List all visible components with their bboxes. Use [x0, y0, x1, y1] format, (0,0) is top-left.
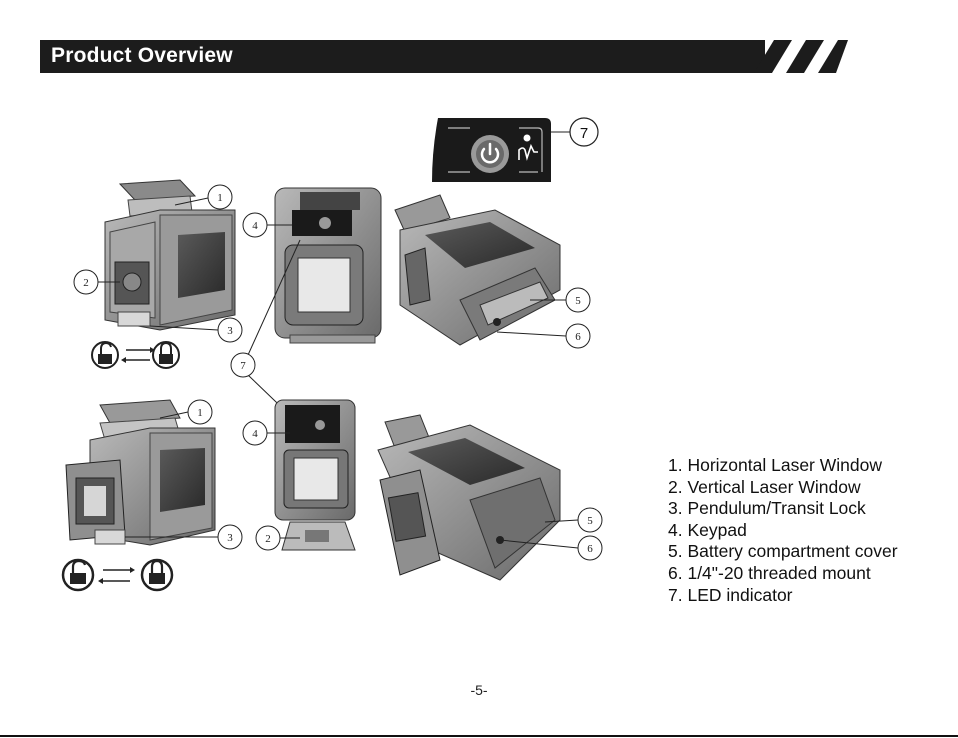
svg-text:6: 6	[587, 543, 593, 555]
laser-unit-bottom-middle	[275, 400, 355, 550]
legend-item: 3. Pendulum/Transit Lock	[668, 498, 898, 520]
svg-text:7: 7	[240, 360, 246, 372]
laser-unit-bottom-right	[378, 415, 560, 580]
svg-text:3: 3	[227, 325, 233, 337]
svg-text:4: 4	[252, 220, 258, 232]
laser-unit-top-middle	[275, 188, 381, 343]
keypad-closeup	[432, 118, 551, 182]
svg-text:6: 6	[575, 331, 581, 343]
svg-text:7: 7	[580, 125, 588, 142]
svg-text:5: 5	[587, 515, 593, 527]
parts-legend: 1. Horizontal Laser Window 2. Vertical L…	[668, 455, 898, 606]
power-icon	[471, 135, 509, 173]
legend-item: 6. 1/4"-20 threaded mount	[668, 563, 898, 585]
legend-item: 1. Horizontal Laser Window	[668, 455, 898, 477]
svg-text:2: 2	[265, 533, 271, 545]
svg-text:3: 3	[227, 532, 233, 544]
bottom-rule	[0, 735, 958, 737]
lock-icon	[153, 342, 179, 368]
svg-text:4: 4	[252, 428, 258, 440]
svg-text:2: 2	[83, 277, 89, 289]
svg-text:5: 5	[575, 295, 581, 307]
laser-unit-top-right	[395, 195, 560, 345]
svg-text:1: 1	[217, 192, 223, 204]
unlock-icon	[63, 560, 93, 590]
unlock-icon	[92, 342, 118, 368]
legend-item: 2. Vertical Laser Window	[668, 477, 898, 499]
swap-arrows-icon	[98, 567, 135, 584]
svg-text:1: 1	[197, 407, 203, 419]
lock-icon	[142, 560, 172, 590]
legend-item: 7. LED indicator	[668, 585, 898, 607]
page-number: -5-	[0, 682, 958, 698]
legend-item: 4. Keypad	[668, 520, 898, 542]
legend-item: 5. Battery compartment cover	[668, 541, 898, 563]
swap-arrows-icon	[121, 347, 155, 363]
